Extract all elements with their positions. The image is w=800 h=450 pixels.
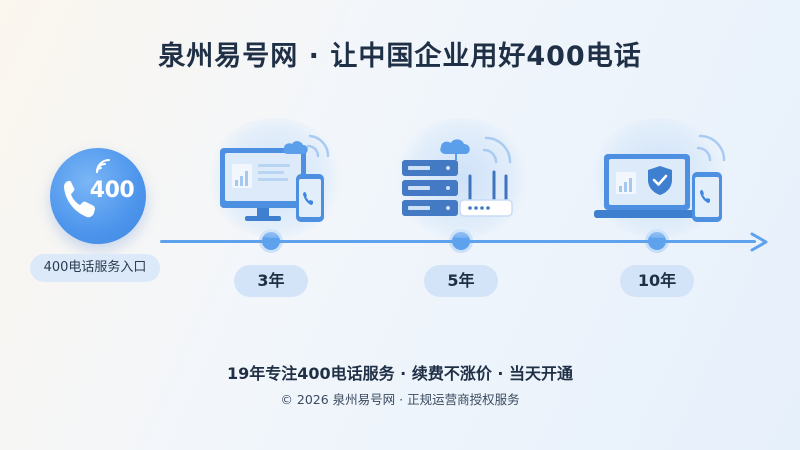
- phone-number-label: 400: [89, 178, 135, 203]
- entry-label-button[interactable]: 400电话服务入口: [30, 254, 160, 282]
- server-router-illustration: [402, 136, 513, 217]
- footer-copyright: © 2026 泉州易号网 · 正规运营商授权服务: [280, 392, 520, 407]
- footer-tagline: 19年专注400电话服务 · 续费不涨价 · 当天开通: [226, 364, 574, 383]
- monitor-phone-illustration: [220, 134, 330, 222]
- laptop-shield-illustration: [594, 134, 726, 222]
- milestone-pill-10[interactable]: 10年: [620, 265, 694, 297]
- signal-icon: [96, 159, 110, 173]
- milestone-pill-5[interactable]: 5年: [424, 265, 498, 297]
- page-title: 泉州易号网 · 让中国企业用好400电话: [158, 41, 642, 72]
- phone-badge[interactable]: [50, 148, 146, 244]
- phone-icon: [64, 181, 95, 218]
- timeline-arrow-icon: [750, 232, 768, 252]
- milestone-pill-3[interactable]: 3年: [234, 265, 308, 297]
- illustration-halo-2: [392, 118, 532, 238]
